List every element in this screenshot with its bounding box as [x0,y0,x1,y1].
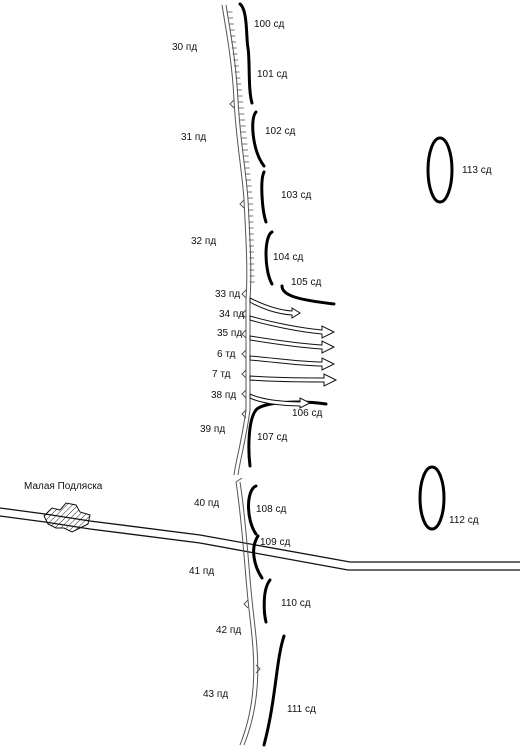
arrow-6td [249,355,336,371]
front-line-north [221,4,248,476]
pd-label-42: 42 пд [216,625,242,636]
road-line-upper [0,507,520,563]
pd-bracket-10 [235,477,243,483]
pd-label-41: 41 пд [189,566,215,577]
sd-label-106: 106 сд [292,408,323,419]
pd-bracket-2 [239,199,245,209]
pd-bracket-1 [229,99,235,109]
arrow-34 [249,315,336,339]
front-line-south-inner [239,481,259,746]
pd-label-43: 43 пд [203,689,229,700]
pd-label-38: 38 пд [211,390,237,401]
pd-bracket-12 [255,664,261,674]
pd-bracket-11 [243,599,249,609]
pd-label-32: 32 пд [191,236,217,247]
ellipse-113 [426,136,454,204]
town-label: Малая Подляска [24,481,103,492]
sd-line-102 [251,110,266,168]
pd-label-40: 40 пд [194,498,220,509]
sd-label-100: 100 сд [254,19,285,30]
sd-line-107 [247,408,258,468]
sd-line-105 [280,284,336,306]
sd-line-103 [260,170,268,224]
road [0,507,520,571]
road-line-lower [0,515,520,571]
pd-label-34: 34 пд [219,309,245,320]
sd-line-111 [262,634,286,747]
town-shape [43,502,91,533]
pd-bracket-5 [241,329,247,339]
sd-line-110 [262,578,272,624]
pd-bracket-6 [241,349,247,359]
arrow-35 [249,335,336,354]
soviet-positions [238,2,336,747]
pd-label-35: 35 пд [217,328,243,339]
sd-label-109: 109 сд [260,537,291,548]
sd-label-108: 108 сд [256,504,287,515]
arrow-33 [249,297,301,319]
sd-label-105: 105 сд [291,277,322,288]
td-label-6: 6 тд [217,349,236,360]
attack-arrows [249,297,338,409]
pd-bracket-3 [241,289,247,299]
front-line-north-inner [225,4,252,476]
ellipse-112 [418,465,446,531]
sd-label-104: 104 сд [273,252,304,263]
sd-line-101 [246,46,254,105]
sd-line-109 [252,534,264,580]
front-line-ticks [227,11,255,283]
sd-label-107: 107 сд [257,432,288,443]
pd-bracket-8 [241,389,247,399]
pd-label-31: 31 пд [181,132,207,143]
division-label-112: 112 сд [449,515,479,526]
sd-line-100 [238,2,250,50]
german-front-line [221,4,261,746]
sd-line-108 [247,484,258,536]
sd-line-104 [264,230,274,286]
pd-bracket-7 [241,369,247,379]
pd-bracket-9 [241,409,247,419]
pd-label-39: 39 пд [200,424,226,435]
arrow-38 [249,393,312,409]
division-label-113: 113 сд [462,165,492,176]
sd-label-102: 102 сд [265,126,296,137]
sd-label-111: 111 сд [287,704,316,715]
pd-label-30: 30 пд [172,42,198,53]
sd-label-110: 110 сд [281,598,311,609]
sd-label-101: 101 сд [257,69,288,80]
td-label-7: 7 тд [212,369,231,380]
pd-label-33: 33 пд [215,289,241,300]
arrow-7td [249,373,338,387]
pd-bracket-4 [241,309,247,319]
sd-label-103: 103 сд [281,190,312,201]
